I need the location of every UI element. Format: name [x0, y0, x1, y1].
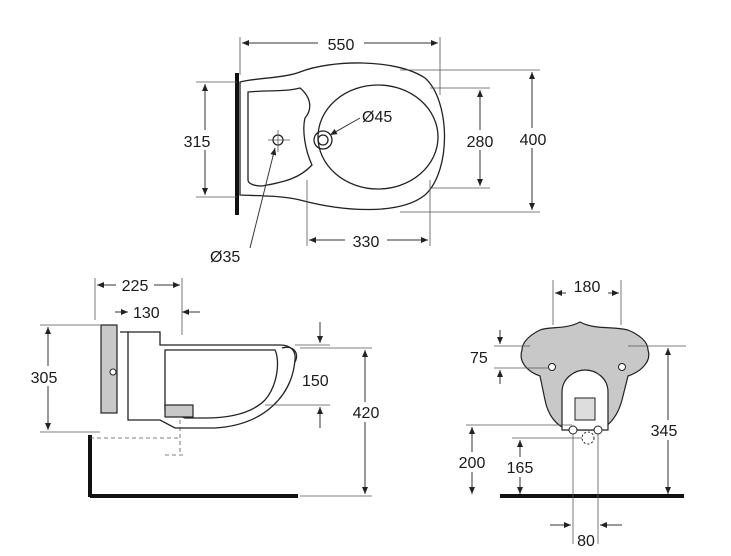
- front-outlet-spacing-label: 80: [577, 533, 595, 550]
- drain-hole-label: Ø45: [362, 109, 392, 126]
- top-bowl-inner: [317, 84, 439, 190]
- top-mount-depth-label: 315: [184, 134, 211, 151]
- top-depth-label: 400: [520, 132, 547, 149]
- side-depth-label: 225: [122, 278, 149, 295]
- side-view: 225 130 305 150 420: [22, 275, 387, 498]
- side-total-height-label: 420: [353, 405, 380, 422]
- top-view: 550 400 280 315 330 Ø45 Ø35: [178, 34, 554, 266]
- front-fixing-offset-label: 75: [470, 350, 488, 367]
- side-offset-label: 130: [133, 305, 160, 322]
- drain-hole-icon: [313, 130, 333, 150]
- front-fixing-spacing-label: 180: [574, 279, 601, 296]
- front-outlet-low-label: 165: [507, 460, 534, 477]
- top-bowl-length-label: 330: [353, 234, 380, 251]
- tap-hole-label: Ø35: [210, 249, 240, 266]
- top-bowl-depth-label: 280: [467, 134, 494, 151]
- front-outlet-height-label: 200: [459, 455, 486, 472]
- side-mount-height-label: 305: [31, 370, 58, 387]
- top-bidet-outline: [239, 62, 446, 211]
- side-bidet-body: [120, 331, 296, 429]
- top-deck-area: [247, 87, 313, 187]
- front-height-label: 345: [651, 423, 678, 440]
- side-rim-height-label: 150: [302, 373, 329, 390]
- side-mount-bracket: [100, 324, 118, 414]
- front-view: 180 75 345 200 165 80: [452, 276, 688, 550]
- top-width-label: 550: [328, 37, 355, 54]
- side-drain-pipe: [164, 404, 194, 418]
- front-outlet: [574, 397, 596, 421]
